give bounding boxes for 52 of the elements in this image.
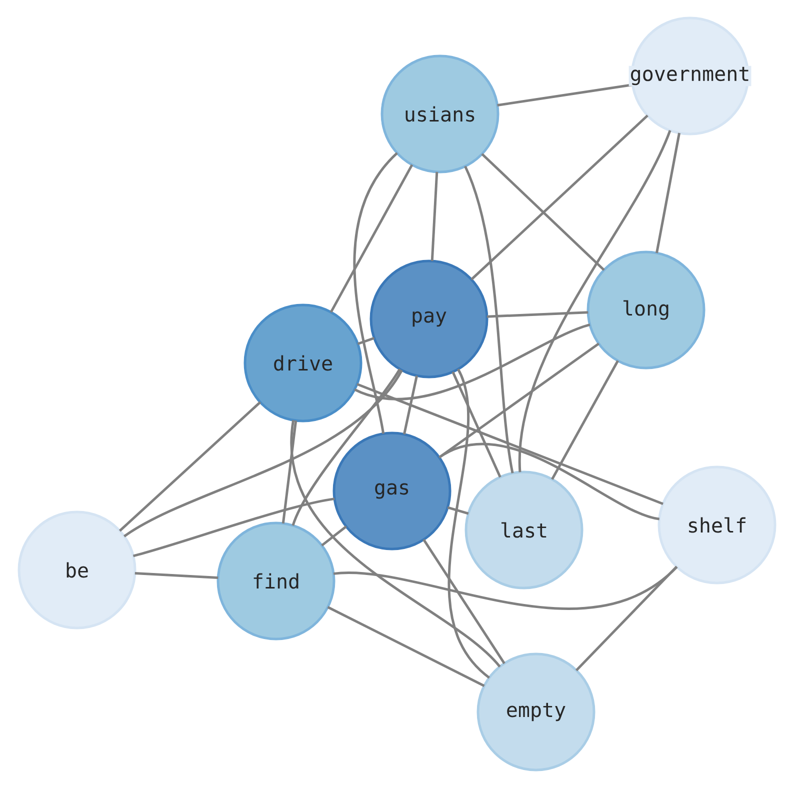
circle-node [586,250,706,370]
node-label: usians [402,105,478,123]
edge-line [357,336,375,346]
edge-line [518,130,672,472]
edge-line [334,566,678,610]
edge-line [497,83,633,107]
edge-line [118,401,262,532]
edge-line [124,370,403,538]
edge-line [551,360,619,480]
edge-line [575,566,678,672]
circle-node [370,260,488,378]
edge-line [132,498,335,558]
circle-node [18,510,136,630]
edge-line [481,153,605,271]
circle-node [244,304,362,422]
circle-node [658,466,776,584]
edge-line [354,324,590,400]
edge-line [353,152,398,434]
edge-line [321,526,347,546]
edge-line [330,164,414,313]
circle-node [216,522,336,640]
node-label: shelf [686,516,748,534]
node-label: long [620,299,672,321]
edge-line [447,506,469,515]
edge-line [402,375,418,435]
node-label: pay [410,310,448,328]
circle-node [332,432,452,550]
node-label: last [498,521,550,539]
node-label: government [628,66,752,86]
edge-line [327,606,485,688]
edge-line [464,166,514,474]
circle-node [380,54,500,174]
edge-line [430,172,438,262]
edge-line [282,420,298,524]
node-label: gas [372,482,412,500]
edge-line [356,382,664,506]
node-label: find [250,572,302,590]
edge-line [438,442,660,520]
edge-line [486,311,588,318]
edge-line [470,114,648,280]
edge-line [292,368,401,526]
node-label: drive [272,354,334,372]
circle-node [464,470,584,590]
node-label: empty [504,702,568,722]
edge-line [656,132,681,254]
edge-line [422,538,506,664]
edge-line [452,371,502,478]
node-label: be [64,561,90,579]
edge-line [134,572,218,580]
edge-line [290,420,501,668]
edge-line [448,368,490,679]
circle-node [476,652,596,772]
